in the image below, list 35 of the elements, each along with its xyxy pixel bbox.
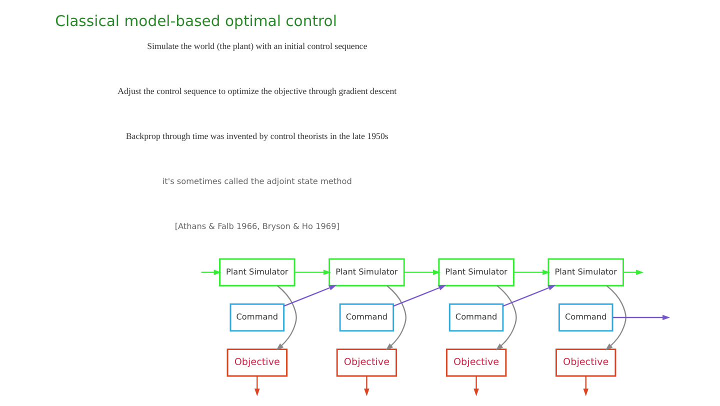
arrow	[276, 285, 297, 350]
arrow	[612, 314, 670, 320]
arrow	[496, 285, 517, 350]
node-box: Plant Simulator	[548, 258, 624, 286]
label: Backprop through time was invented by control theorists in the late 1950s	[126, 131, 388, 142]
node-box: Command	[339, 303, 394, 332]
arrow	[364, 376, 370, 396]
label: [Athans & Falb 1966, Bryson & Ho 1969]	[174, 221, 340, 232]
arrow	[623, 270, 644, 275]
arrow	[474, 376, 479, 396]
label: Simulate the world (the plant) with an initial control sequence	[147, 40, 368, 51]
arrow	[404, 270, 441, 275]
arrow	[254, 376, 260, 396]
node-box: Objective	[336, 348, 398, 377]
node-box: Plant Simulator	[438, 258, 514, 286]
arrow	[386, 285, 406, 350]
arrow	[502, 285, 556, 307]
diagram-title: Classical model-based optimal control	[55, 12, 337, 30]
node-box: Objective	[446, 348, 507, 377]
arrow	[284, 285, 337, 307]
arrow	[583, 376, 588, 396]
node-box: Command	[448, 303, 504, 332]
node-box: Objective	[226, 348, 288, 377]
arrow	[393, 285, 446, 307]
arrow	[514, 270, 550, 275]
node-box: Plant Simulator	[219, 258, 296, 286]
arrow	[294, 270, 332, 275]
label: it's sometimes called the adjoint state method	[162, 176, 352, 186]
arrow	[201, 270, 222, 275]
label: Adjust the control sequence to optimize the objective through gradient descent	[118, 86, 397, 96]
node-box: Command	[558, 303, 614, 332]
arrow	[605, 285, 626, 350]
node-box: Command	[230, 303, 285, 332]
node-box: Objective	[556, 348, 616, 377]
node-box: Plant Simulator	[328, 258, 405, 286]
